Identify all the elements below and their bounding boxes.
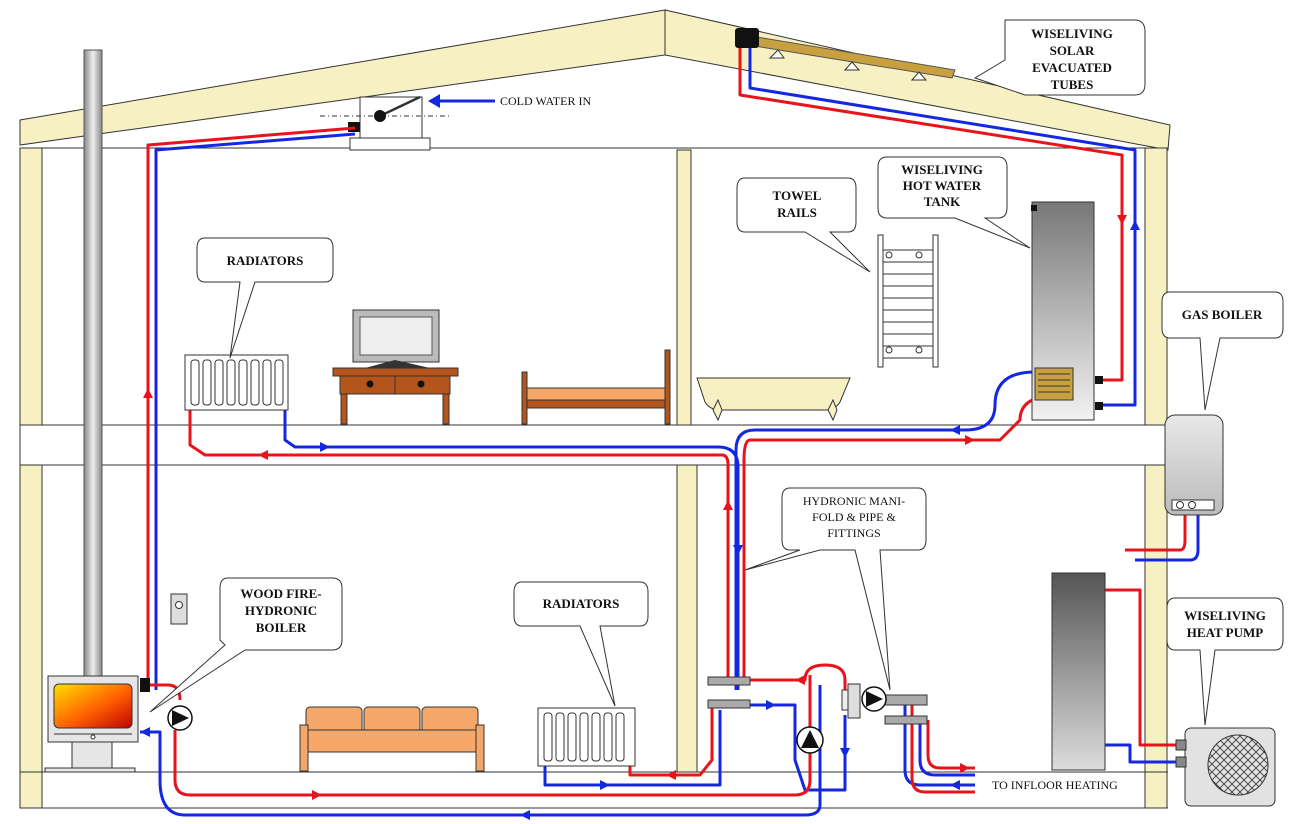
upper-partition — [676, 149, 692, 426]
header-tank — [320, 94, 495, 151]
upper-rad-red — [188, 410, 730, 680]
tv-unit — [332, 309, 459, 425]
flow-arrowhead-icon — [766, 700, 776, 710]
stove-return-pipe-blue — [154, 132, 356, 690]
wood-fire-callout: WOOD FIRE- HYDRONIC BOILER — [149, 577, 343, 713]
manifold-label-line2: FOLD & PIPE & — [812, 510, 896, 524]
upper-rad-blue — [283, 410, 740, 690]
chimney-flue — [83, 49, 103, 681]
tank-label-line3: TANK — [924, 194, 961, 209]
solar-label-line4: TUBES — [1051, 77, 1094, 92]
flow-arrowhead-icon — [960, 763, 970, 773]
gas-boiler-label: GAS BOILER — [1182, 307, 1263, 322]
flow-arrowhead-icon — [520, 810, 530, 820]
lower-partition — [676, 464, 698, 773]
lower-radiators-label: RADIATORS — [543, 596, 620, 611]
flow-arrowhead-icon — [258, 450, 268, 460]
upper-radiators-label: RADIATORS — [227, 253, 304, 268]
bathtub — [696, 377, 851, 422]
roof-left — [19, 9, 666, 146]
solar-label-line1: WISELIVING — [1031, 26, 1113, 41]
solar-collector — [735, 28, 956, 81]
tank-coil-blue — [734, 370, 1036, 690]
manifold — [707, 676, 928, 725]
gas-boiler-callout: GAS BOILER — [1161, 291, 1284, 411]
solar-flow-pipe-red — [738, 48, 1124, 382]
thermostat — [170, 593, 188, 625]
towel-rail — [877, 234, 939, 368]
flow-arrowhead-icon — [950, 425, 960, 435]
flow-arrowhead-icon — [312, 790, 322, 800]
to-infloor-label: TO INFLOOR HEATING — [992, 778, 1118, 792]
wood-fire-label-line2: HYDRONIC — [245, 603, 317, 618]
upper-radiators-callout: RADIATORS — [196, 237, 334, 359]
towel-rails-line1: TOWEL — [773, 188, 822, 203]
sofa — [299, 706, 485, 772]
lower-radiator — [537, 707, 636, 767]
flow-arrowhead-icon — [666, 770, 676, 780]
pump-icon — [861, 686, 887, 712]
flow-arrowhead-icon — [140, 727, 150, 737]
flow-arrowhead-icon — [1117, 215, 1127, 225]
gas-boiler — [1164, 414, 1224, 516]
solar-label-line3: EVACUATED — [1032, 60, 1112, 75]
flow-arrowhead-icon — [795, 675, 805, 685]
stove-flow-pipe-red — [146, 126, 356, 680]
heat-pump — [1175, 727, 1276, 807]
bed — [521, 349, 671, 425]
wood-fire-label-line3: BOILER — [256, 620, 307, 635]
towel-rails-callout: TOWEL RAILS — [736, 177, 871, 273]
manifold-label-line3: FITTINGS — [827, 526, 880, 540]
pipework — [140, 48, 1200, 817]
buffer-tank — [1051, 572, 1106, 771]
right-wall — [1144, 147, 1168, 809]
flow-arrowhead-icon — [950, 780, 960, 790]
flow-arrowhead-icon — [965, 435, 975, 445]
pump-icon — [167, 705, 193, 731]
flow-arrowhead-icon — [1130, 220, 1140, 230]
solar-callout: WISELIVING SOLAR EVACUATED TUBES — [973, 19, 1146, 96]
manifold-callout: HYDRONIC MANI- FOLD & PIPE & FITTINGS — [744, 487, 927, 691]
heat-pump-label-line2: HEAT PUMP — [1187, 625, 1263, 640]
flow-arrows — [140, 215, 1140, 820]
towel-rails-line2: RAILS — [777, 205, 817, 220]
solar-return-pipe-blue — [748, 48, 1137, 407]
wood-fire-label-line1: WOOD FIRE- — [240, 586, 321, 601]
pump-icon — [796, 726, 824, 754]
cold-water-in-label: COLD WATER IN — [500, 94, 591, 108]
middle-floor — [19, 424, 1169, 466]
flow-arrowhead-icon — [723, 500, 733, 510]
solar-label-line2: SOLAR — [1050, 43, 1095, 58]
flow-arrowhead-icon — [840, 748, 850, 758]
heat-pump-callout: WISELIVING HEAT PUMP — [1166, 597, 1284, 726]
upper-radiator — [184, 354, 289, 411]
heat-pump-label-line1: WISELIVING — [1184, 608, 1266, 623]
hot-water-tank — [1031, 201, 1103, 421]
tank-label-line2: HOT WATER — [903, 178, 982, 193]
hot-water-tank-callout: WISELIVING HOT WATER TANK — [877, 156, 1031, 249]
flow-arrowhead-icon — [320, 442, 330, 452]
lower-radiators-callout: RADIATORS — [513, 581, 649, 707]
flow-arrowhead-icon — [600, 780, 610, 790]
manifold-label-line1: HYDRONIC MANI- — [803, 494, 905, 508]
flow-arrowhead-icon — [733, 545, 743, 555]
tank-label-line1: WISELIVING — [901, 162, 983, 177]
left-wall — [19, 147, 43, 809]
wood-stove — [44, 675, 150, 773]
flow-arrowhead-icon — [143, 388, 153, 398]
